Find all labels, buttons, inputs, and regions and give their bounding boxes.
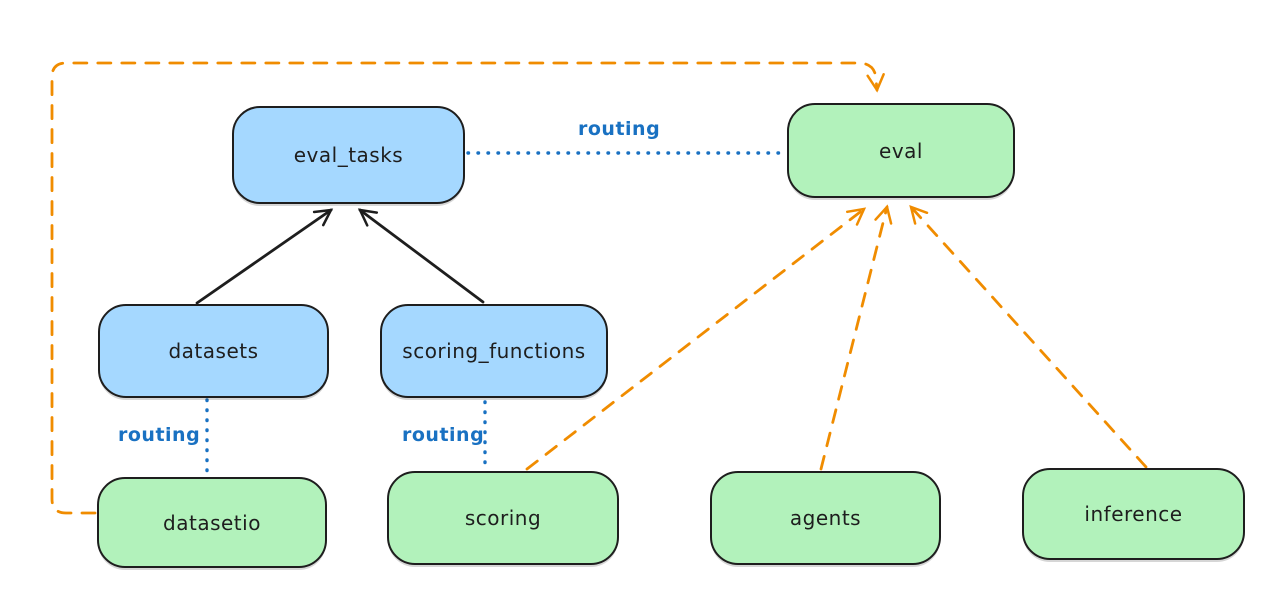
- node-datasetio: datasetio: [97, 477, 327, 568]
- node-eval-label: eval: [879, 138, 923, 163]
- edge-scoring_functions-to-eval_tasks: [357, 208, 485, 304]
- node-agents: agents: [710, 471, 941, 565]
- node-agents-label: agents: [789, 506, 862, 530]
- node-eval-tasks: eval_tasks: [232, 106, 465, 204]
- edge-agents-to-eval: [819, 204, 893, 471]
- node-eval: eval: [787, 103, 1015, 198]
- node-datasets: datasets: [98, 304, 329, 398]
- node-datasets-label: datasets: [168, 339, 259, 363]
- node-eval-tasks-label: eval_tasks: [293, 143, 404, 167]
- routing-label-scoring-functions-scoring: routing: [402, 424, 485, 446]
- edge-inference-to-eval: [909, 205, 1148, 469]
- node-scoring-label: scoring: [464, 506, 542, 530]
- routing-label-datasets-datasetio: routing: [118, 424, 201, 446]
- routing-label-eval-tasks-eval: routing: [578, 118, 661, 140]
- node-scoring-functions-label: scoring_functions: [402, 339, 586, 363]
- node-inference: inference: [1022, 468, 1245, 560]
- node-inference-label: inference: [1084, 502, 1183, 526]
- node-scoring-functions: scoring_functions: [380, 304, 608, 398]
- edge-datasets-to-eval_tasks: [195, 208, 334, 305]
- node-datasetio-label: datasetio: [163, 510, 261, 535]
- node-scoring: scoring: [387, 471, 619, 565]
